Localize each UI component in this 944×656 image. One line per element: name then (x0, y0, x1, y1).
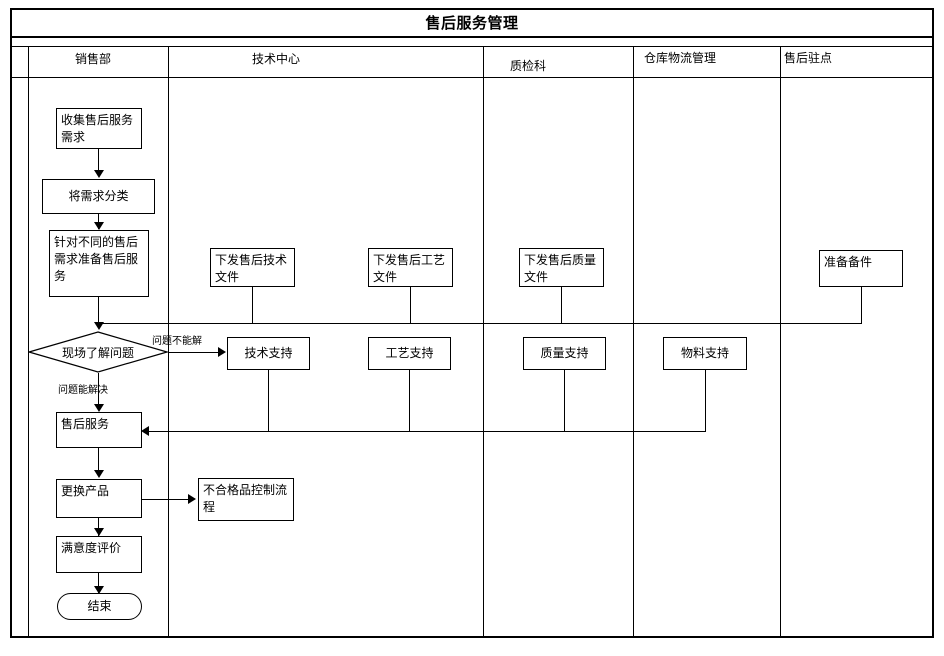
node-process-doc[interactable]: 下发售后工艺文件 (368, 248, 453, 287)
edge-process-doc-down (410, 287, 411, 324)
arrowhead-down-replace (94, 470, 104, 478)
edge-tech-support-down (268, 370, 269, 431)
arrowhead-right-nonconforming (188, 494, 196, 504)
edge-quality-doc-down (561, 287, 562, 324)
arrowhead-down-after-sale (94, 404, 104, 412)
node-after-sale[interactable]: 售后服务 (56, 412, 142, 448)
bus-line-supports (145, 431, 706, 432)
lane-divider-quality-warehouse (633, 46, 634, 637)
arrowhead-down-prepare (94, 222, 104, 230)
edge-label-can-solve: 问题能解决 (58, 385, 108, 396)
lane-header-warehouse: 仓库物流管理 (644, 51, 717, 65)
node-prepare-parts[interactable]: 准备备件 (819, 250, 903, 287)
lane-divider-sales-tech (168, 46, 169, 637)
lane-header-tech: 技术中心 (252, 52, 301, 66)
node-material-support[interactable]: 物料支持 (663, 337, 747, 370)
arrowhead-down-decision (94, 322, 104, 330)
diagram-outer-border (10, 8, 934, 638)
edge-prepare-parts-down (861, 287, 862, 324)
diagram-title-bar: 售后服务管理 (10, 8, 934, 38)
node-quality-doc[interactable]: 下发售后质量文件 (519, 248, 604, 287)
node-quality-support[interactable]: 质量支持 (523, 337, 606, 370)
node-tech-support[interactable]: 技术支持 (227, 337, 310, 370)
node-onsite-decision-label: 现场了解问题 (61, 345, 134, 360)
edge-replace-to-nonconforming (142, 499, 188, 500)
edge-after-sale-to-replace (98, 448, 99, 473)
edge-decision-to-tech-support (168, 352, 219, 353)
node-prepare-service[interactable]: 针对不同的售后需求准备售后服务 (49, 230, 149, 297)
edge-label-cannot-solve: 问题不能解 (152, 336, 202, 347)
edge-classify-to-prepare (98, 214, 99, 229)
node-replace-product[interactable]: 更换产品 (56, 479, 142, 518)
edge-satisfaction-to-end (98, 573, 99, 595)
node-collect-demand[interactable]: 收集售后服务需求 (56, 108, 142, 149)
page-title: 售后服务管理 (425, 13, 519, 32)
edge-quality-support-down (564, 370, 565, 431)
edge-process-support-down (409, 370, 410, 431)
edge-material-support-down (705, 370, 706, 431)
node-satisfaction[interactable]: 满意度评价 (56, 536, 142, 573)
diamond-shape (26, 331, 170, 373)
lane-header-station: 售后驻点 (784, 51, 833, 65)
edge-prepare-to-decision (98, 297, 99, 327)
arrowhead-down-satisfaction (94, 528, 104, 536)
bus-line-documents (98, 323, 862, 324)
arrowhead-down-end (94, 586, 104, 594)
arrowhead-left-after-sale (141, 426, 149, 436)
arrowhead-right-tech-support (218, 347, 226, 357)
edge-collect-to-classify (98, 149, 99, 172)
lane-header-top-rule (10, 46, 934, 47)
lane-header-bottom-rule (10, 77, 934, 78)
node-tech-doc[interactable]: 下发售后技术文件 (210, 248, 295, 287)
node-end[interactable]: 结束 (57, 593, 142, 620)
edge-decision-to-after-sale (98, 373, 99, 409)
edge-tech-doc-down (252, 287, 253, 324)
lane-header-sales: 销售部 (75, 52, 112, 66)
lane-divider-margin (28, 46, 29, 637)
node-classify-demand[interactable]: 将需求分类 (42, 179, 155, 214)
node-process-support[interactable]: 工艺支持 (368, 337, 451, 370)
node-onsite-decision[interactable]: 现场了解问题 (26, 331, 170, 373)
lane-divider-warehouse-station (780, 46, 781, 637)
arrowhead-down-classify (94, 170, 104, 178)
lane-divider-tech-quality (483, 46, 484, 637)
node-nonconforming[interactable]: 不合格品控制流程 (198, 478, 294, 521)
lane-header-quality: 质检科 (510, 59, 547, 73)
